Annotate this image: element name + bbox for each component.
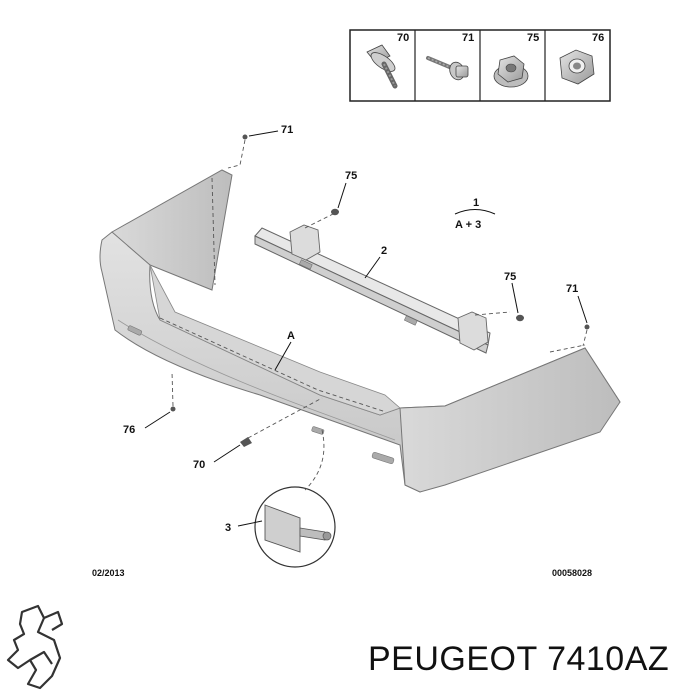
bolt-70-icon bbox=[240, 437, 252, 447]
assembly-ref: 1 bbox=[473, 197, 479, 209]
legend-label-71: 71 bbox=[462, 32, 474, 44]
callout-3: 3 bbox=[225, 522, 231, 534]
scene-fasteners bbox=[170, 134, 590, 447]
assembly-label: 1 A + 3 bbox=[454, 197, 496, 231]
callout-75-right: 75 bbox=[504, 271, 516, 283]
screw-71-top-icon bbox=[242, 134, 248, 140]
callout-2: 2 bbox=[381, 245, 387, 257]
callout-71-right: 71 bbox=[566, 283, 578, 295]
tow-hook-cover bbox=[254, 429, 336, 568]
legend-label-75: 75 bbox=[527, 32, 539, 44]
fastener-legend: 70 71 75 76 bbox=[349, 29, 611, 102]
callout-71-top: 71 bbox=[281, 124, 293, 136]
brand-part-number: PEUGEOT 7410AZ bbox=[368, 640, 670, 678]
nut-75-top-icon bbox=[331, 208, 339, 216]
nut-76-icon bbox=[170, 406, 176, 412]
screw-washer-icon bbox=[426, 56, 469, 81]
legend-label-76: 76 bbox=[592, 32, 604, 44]
callout-70: 70 bbox=[193, 459, 205, 471]
callout-75-top: 75 bbox=[345, 170, 357, 182]
legend-label-70: 70 bbox=[397, 32, 409, 44]
rear-bumper bbox=[99, 169, 621, 493]
reinforcement-beam bbox=[254, 212, 511, 354]
drawing-date: 02/2013 bbox=[92, 568, 125, 578]
nut-75-right-icon bbox=[516, 314, 524, 322]
callout-A: A bbox=[287, 330, 295, 342]
flange-nut-icon bbox=[493, 55, 529, 88]
bolt-flange-icon bbox=[366, 44, 398, 89]
screw-71-right-icon bbox=[584, 324, 590, 330]
callouts: 71 75 2 75 71 A 76 70 3 bbox=[123, 124, 588, 534]
drawing-number: 00058028 bbox=[552, 568, 592, 578]
callout-76: 76 bbox=[123, 424, 135, 436]
peugeot-lion-logo bbox=[6, 604, 64, 690]
assembly-formula: A + 3 bbox=[455, 219, 481, 231]
hex-nut-icon bbox=[559, 49, 595, 85]
